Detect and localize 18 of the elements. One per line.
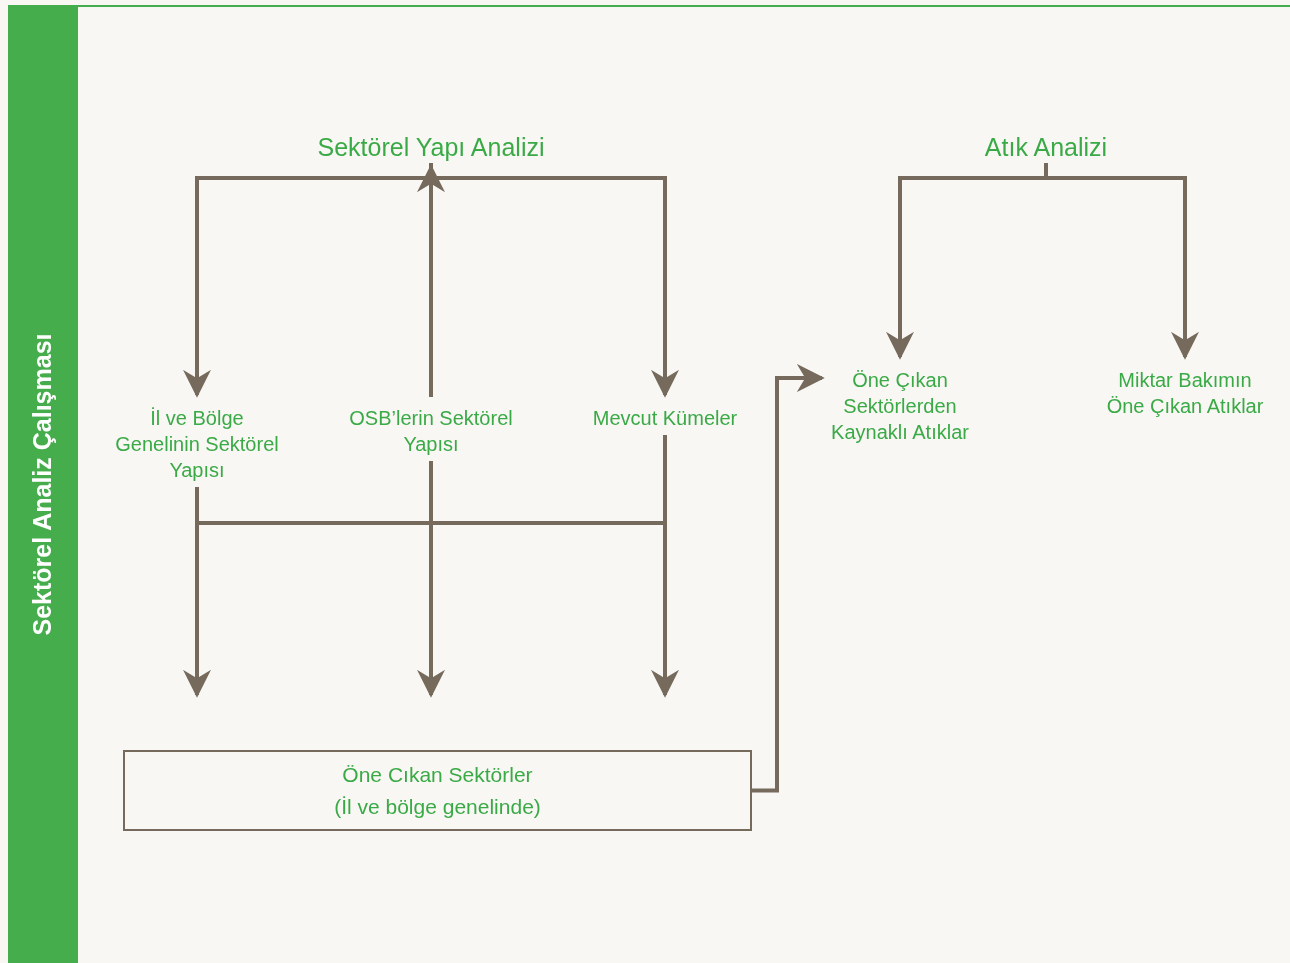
arrow: [752, 364, 825, 793]
arrow: [183, 487, 211, 698]
box-text: Öne Cıkan Sektörler: [342, 761, 533, 788]
section-title: Sektörel Yapı Analizi: [281, 132, 581, 163]
node-label: İl ve Bölge Genelinin Sektörel Yapısı: [112, 405, 282, 483]
arrow: [1044, 163, 1199, 360]
connector-line: [195, 521, 667, 525]
arrow: [651, 435, 679, 698]
node-label: Miktar Bakımın Öne Çıkan Atıklar: [1100, 367, 1270, 419]
side-heading: Sektörel Analiz Çalışması: [30, 333, 56, 635]
section-title: Atık Analizi: [936, 132, 1156, 163]
node-label: Öne Çıkan Sektörlerden Kaynaklı Atıklar: [826, 367, 974, 445]
box-text: (İl ve bölge genelinde): [334, 793, 541, 820]
process-box: [123, 750, 752, 831]
arrow: [417, 461, 445, 698]
side-band: [8, 5, 78, 963]
node-label: Mevcut Kümeler: [560, 405, 770, 431]
node-label: OSB’lerin Sektörel Yapısı: [326, 405, 536, 457]
